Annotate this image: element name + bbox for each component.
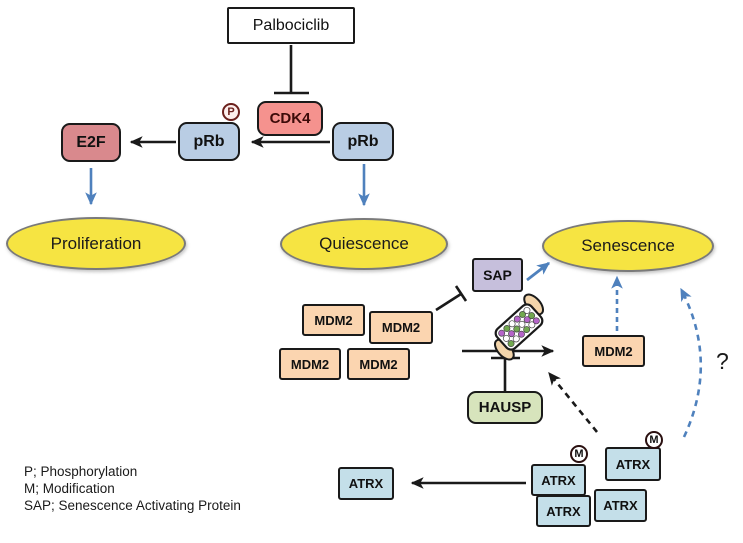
modification-badge-2: M — [645, 431, 663, 449]
sap-node: SAP — [472, 258, 523, 292]
mdm2-node-4: MDM2 — [347, 348, 410, 380]
atrx-node-1: ATRX — [605, 447, 661, 481]
modification-badge-1: M — [570, 445, 588, 463]
atrx-node-3: ATRX — [536, 495, 591, 527]
legend-phosphorylation: P; Phosphorylation — [24, 464, 138, 479]
atrx-free-node: ATRX — [338, 467, 394, 500]
mdm2-node-1: MDM2 — [302, 304, 365, 336]
atrx-node-4: ATRX — [594, 489, 647, 522]
cdk4-node: CDK4 — [257, 101, 323, 136]
palbociclib-node: Palbociclib — [227, 7, 355, 44]
sap-senescence-arrow — [526, 261, 551, 282]
legend: P; Phosphorylation M; Modification SAP; … — [24, 463, 241, 514]
senescence-ellipse: Senescence — [542, 220, 714, 272]
mdm2-stabilized-node: MDM2 — [582, 335, 645, 367]
hausp-node: HAUSP — [467, 391, 543, 424]
question-mark: ? — [716, 348, 729, 374]
legend-modification: M; Modification — [24, 481, 115, 496]
prb-node: pRb — [332, 122, 394, 161]
palbociclib-cdk4-inhibition — [274, 45, 309, 95]
chromatin-icon — [493, 293, 545, 361]
atrx-node-2: ATRX — [531, 464, 586, 496]
mdm2-node-3: MDM2 — [279, 348, 341, 380]
phosphorylation-badge: P — [222, 103, 240, 121]
atrx-senescence-question-arrow — [679, 287, 703, 438]
atrx-chromatin-dashed-arrow — [547, 371, 599, 433]
quiescence-ellipse: Quiescence — [280, 218, 448, 270]
mdm2-node-2: MDM2 — [369, 311, 433, 344]
mdm2-sap-inhibition — [435, 285, 468, 312]
proliferation-ellipse: Proliferation — [6, 217, 186, 270]
prb-phosphorylated-node: pRb — [178, 122, 240, 161]
e2f-node: E2F — [61, 123, 121, 162]
legend-sap: SAP; Senescence Activating Protein — [24, 498, 241, 513]
hausp-inhibition — [491, 356, 520, 391]
